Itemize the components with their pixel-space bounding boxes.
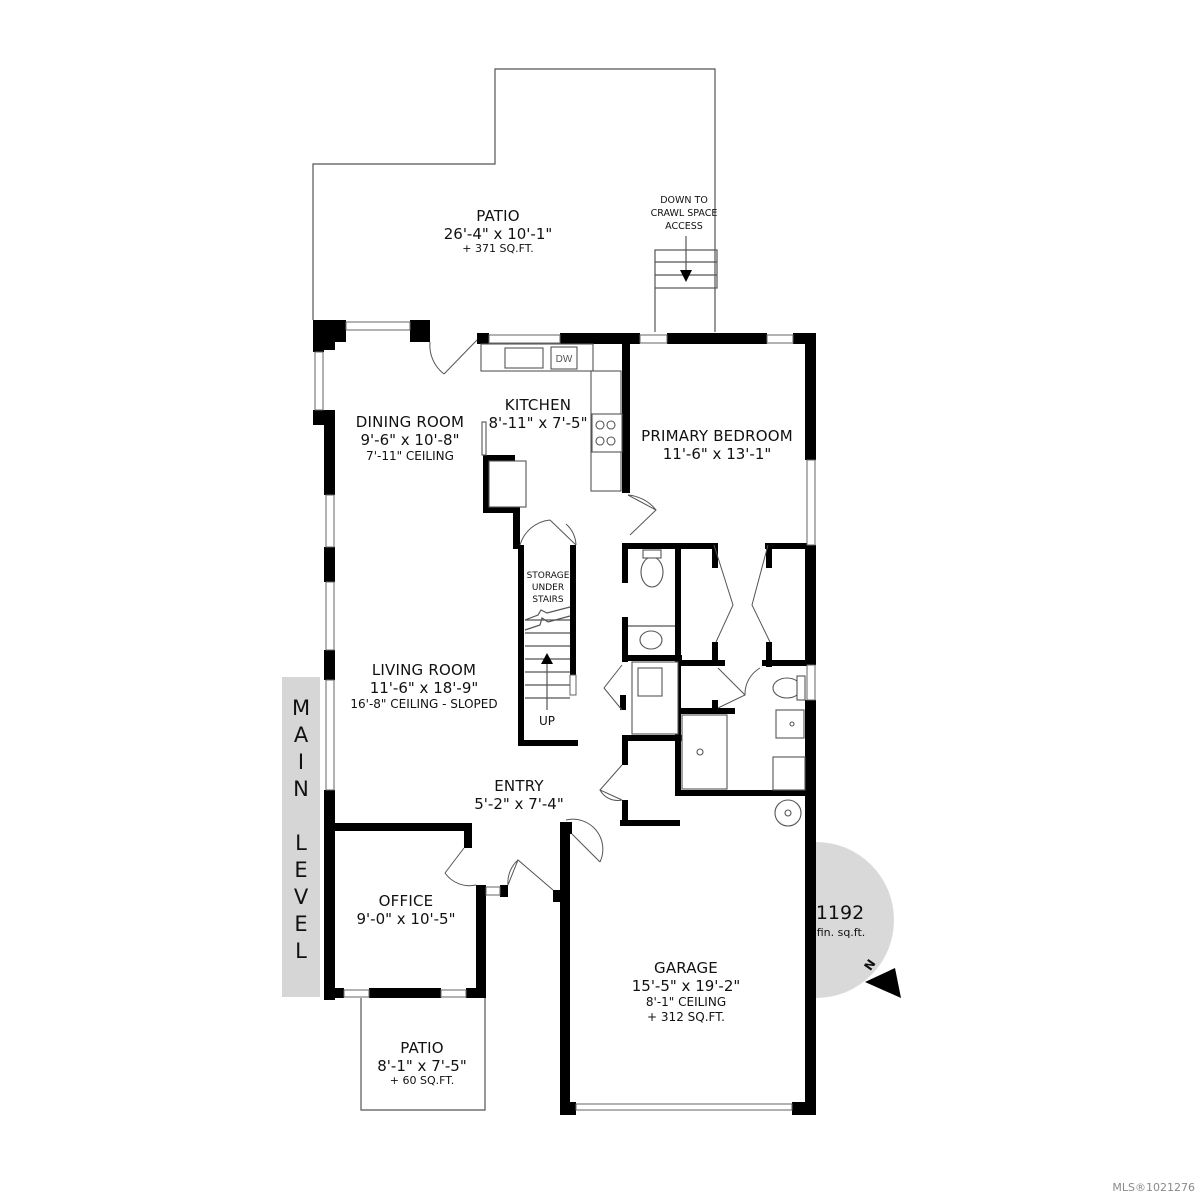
front-patio-outline	[360, 998, 486, 1111]
level-letter: L	[295, 939, 307, 963]
room-ceiling: 7'-11" CEILING	[366, 449, 454, 464]
level-letter: I	[297, 750, 305, 774]
bathtub-icon	[681, 714, 728, 790]
up-arrow-icon	[541, 653, 553, 664]
level-letter	[282, 803, 320, 830]
toilet-icon	[640, 556, 664, 588]
room-area: + 371 SQ.FT.	[462, 242, 534, 256]
level-letter: A	[293, 723, 309, 747]
room-name: OFFICE	[378, 892, 434, 910]
room-label-living: LIVING ROOM 11'-6" x 18'-9" 16'-8" CEILI…	[350, 661, 498, 712]
room-dimensions: 9'-6" x 10'-8"	[360, 430, 460, 449]
sink-icon	[504, 347, 544, 369]
room-label-garage: GARAGE 15'-5" x 19'-2" 8'-1" CEILING + 3…	[631, 959, 741, 1024]
room-label-rear-patio: PATIO 26'-4" x 10'-1" + 371 SQ.FT.	[443, 207, 553, 256]
down-arrow-icon	[680, 270, 692, 282]
level-letter: E	[294, 858, 308, 882]
room-dimensions: 11'-6" x 18'-9"	[369, 678, 479, 697]
room-area: + 60 SQ.FT.	[389, 1074, 455, 1088]
svg-text:DW: DW	[556, 354, 573, 365]
room-label-primary-bedroom: PRIMARY BEDROOM 11'-6" x 13'-1"	[641, 427, 793, 463]
room-name: GARAGE	[653, 959, 718, 977]
sqft-unit: fin. sq.ft.	[816, 926, 866, 939]
walls	[313, 320, 816, 1115]
room-label-dining: DINING ROOM 9'-6" x 10'-8" 7'-11" CEILIN…	[355, 413, 465, 464]
room-label-kitchen: KITCHEN 8'-11" x 7'-5"	[488, 396, 588, 432]
north-arrow-icon	[865, 968, 901, 998]
sqft-value: 1192	[815, 902, 865, 924]
sink-icon	[639, 630, 663, 650]
room-dimensions: 5'-2" x 7'-4"	[474, 794, 564, 813]
windows	[314, 321, 816, 1111]
room-label-entry: ENTRY 5'-2" x 7'-4"	[474, 777, 564, 813]
stairs-up-label: UP	[538, 714, 556, 728]
room-label-front-patio: PATIO 8'-1" x 7'-5" + 60 SQ.FT.	[377, 1039, 467, 1088]
rear-patio-outline	[312, 68, 716, 332]
level-letter: L	[295, 831, 307, 855]
doors	[429, 339, 771, 891]
room-ceiling: 16'-8" CEILING - SLOPED	[350, 697, 498, 712]
room-name: PATIO	[476, 207, 520, 225]
room-dimensions: 26'-4" x 10'-1"	[443, 224, 553, 243]
room-name: PATIO	[400, 1039, 444, 1057]
fridge-icon	[488, 460, 527, 508]
kitchen-fixtures: DW	[480, 343, 623, 508]
room-area: + 312 SQ.FT.	[647, 1009, 725, 1024]
room-name: DINING ROOM	[355, 413, 465, 431]
bath-fixtures	[628, 549, 806, 827]
level-letter: V	[293, 885, 309, 909]
storage-label: STORAGE UNDER STAIRS	[526, 571, 570, 606]
mls-number: MLS®1021276	[1112, 1181, 1195, 1194]
room-name: PRIMARY BEDROOM	[641, 427, 793, 445]
stairs	[524, 606, 571, 710]
room-name: KITCHEN	[504, 396, 572, 414]
stove-icon	[591, 413, 623, 453]
level-tab: M A I N L E V E L	[282, 677, 320, 997]
room-dimensions: 11'-6" x 13'-1"	[662, 444, 772, 463]
room-ceiling: 8'-1" CEILING	[645, 995, 727, 1010]
compass-badge-shape	[816, 842, 901, 998]
level-letter: N	[293, 777, 309, 801]
crawl-space-label: DOWN TO CRAWL SPACE ACCESS	[650, 195, 718, 232]
crawl-space-steps	[654, 236, 718, 332]
room-name: ENTRY	[494, 777, 544, 795]
room-dimensions: 8'-11" x 7'-5"	[488, 413, 588, 432]
room-dimensions: 15'-5" x 19'-2"	[631, 976, 741, 995]
room-dimensions: 8'-1" x 7'-5"	[377, 1056, 467, 1075]
room-label-office: OFFICE 9'-0" x 10'-5"	[356, 892, 456, 928]
dishwasher-icon	[550, 346, 578, 370]
level-letter: M	[291, 696, 311, 720]
room-name: LIVING ROOM	[371, 661, 477, 679]
level-letter: E	[294, 912, 308, 936]
room-dimensions: 9'-0" x 10'-5"	[356, 909, 456, 928]
sqft-badge: 1192 fin. sq.ft. N	[813, 842, 913, 998]
